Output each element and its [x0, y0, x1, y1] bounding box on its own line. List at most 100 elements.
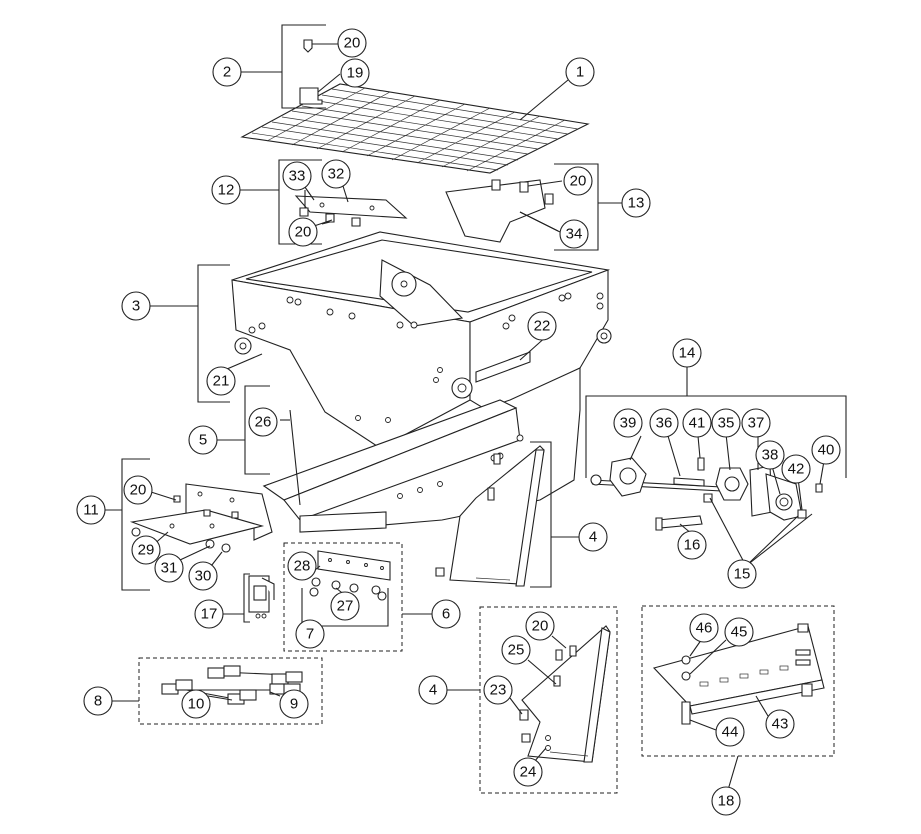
- svg-text:24: 24: [520, 764, 537, 781]
- svg-text:5: 5: [199, 432, 207, 449]
- callout-2: 2: [212, 57, 242, 87]
- svg-text:25: 25: [508, 642, 525, 659]
- side-panel-part-4-lower: [519, 625, 611, 763]
- svg-text:30: 30: [195, 568, 212, 585]
- group-brackets: [104, 24, 847, 794]
- callout-30: 30: [188, 561, 218, 591]
- side-panel-part-4-upper: [435, 445, 545, 587]
- svg-text:42: 42: [788, 461, 805, 478]
- callout-35: 35: [711, 408, 741, 438]
- callout-21: 21: [206, 366, 236, 396]
- callout-28: 28: [287, 551, 317, 581]
- shaft-assembly-part-14: [590, 457, 823, 531]
- svg-text:18: 18: [718, 793, 735, 810]
- callout-29: 29: [131, 535, 161, 565]
- callout-26: 26: [248, 407, 278, 437]
- svg-text:20: 20: [130, 482, 147, 499]
- callout-4-b: 4: [418, 675, 448, 705]
- callout-40: 40: [811, 435, 841, 465]
- svg-text:6: 6: [442, 606, 450, 623]
- svg-text:14: 14: [679, 345, 696, 362]
- svg-text:40: 40: [818, 442, 835, 459]
- callout-36: 36: [649, 408, 679, 438]
- svg-text:36: 36: [656, 415, 673, 432]
- callout-37: 37: [741, 408, 771, 438]
- svg-text:27: 27: [337, 598, 354, 615]
- svg-text:45: 45: [731, 624, 748, 641]
- callout-3: 3: [121, 291, 151, 321]
- svg-text:38: 38: [762, 447, 779, 464]
- callout-7: 7: [295, 619, 325, 649]
- deflector-part-34: [445, 179, 563, 243]
- callout-19: 19: [340, 58, 370, 88]
- callout-10: 10: [181, 689, 211, 719]
- callout-4-a: 4: [578, 522, 608, 552]
- svg-text:33: 33: [289, 168, 306, 185]
- callout-24: 24: [513, 757, 543, 787]
- callout-1: 1: [565, 57, 595, 87]
- svg-text:31: 31: [161, 560, 178, 577]
- callout-20-a: 20: [337, 28, 367, 58]
- callout-11: 11: [76, 495, 106, 525]
- svg-text:44: 44: [722, 724, 739, 741]
- svg-text:23: 23: [490, 682, 507, 699]
- callout-43: 43: [765, 709, 795, 739]
- callout-27: 27: [330, 591, 360, 621]
- callout-23: 23: [483, 675, 513, 705]
- svg-text:15: 15: [734, 566, 751, 583]
- svg-text:39: 39: [620, 415, 637, 432]
- callout-34: 34: [559, 219, 589, 249]
- svg-text:35: 35: [718, 415, 735, 432]
- callout-22: 22: [527, 311, 557, 341]
- callout-32: 32: [321, 159, 351, 189]
- svg-text:20: 20: [295, 224, 312, 241]
- svg-text:20: 20: [532, 618, 549, 635]
- svg-text:2: 2: [223, 64, 231, 81]
- callout-8: 8: [83, 686, 113, 716]
- callout-38: 38: [755, 440, 785, 470]
- grate-part-1: [240, 83, 590, 174]
- callout-15: 15: [727, 559, 757, 589]
- svg-text:11: 11: [83, 502, 99, 519]
- svg-text:12: 12: [218, 182, 235, 199]
- svg-text:29: 29: [138, 542, 155, 559]
- callout-17: 17: [194, 599, 224, 629]
- callout-13: 13: [621, 188, 651, 218]
- callout-33: 33: [282, 161, 312, 191]
- callout-42: 42: [781, 454, 811, 484]
- callout-20-c: 20: [563, 166, 593, 196]
- callout-25: 25: [501, 635, 531, 665]
- svg-text:20: 20: [344, 35, 361, 52]
- callout-9: 9: [279, 689, 309, 719]
- callout-44: 44: [715, 717, 745, 747]
- svg-text:21: 21: [213, 373, 230, 390]
- svg-text:10: 10: [188, 696, 205, 713]
- svg-text:32: 32: [328, 166, 345, 183]
- callout-16: 16: [677, 530, 707, 560]
- callout-45: 45: [724, 617, 754, 647]
- svg-text:8: 8: [94, 693, 102, 710]
- callout-39: 39: [613, 408, 643, 438]
- callout-46: 46: [689, 613, 719, 643]
- svg-text:41: 41: [689, 415, 706, 432]
- svg-text:37: 37: [748, 415, 765, 432]
- svg-text:3: 3: [132, 298, 140, 315]
- svg-text:19: 19: [347, 65, 364, 82]
- svg-text:7: 7: [306, 626, 314, 643]
- hopper-body-part-3: [231, 231, 612, 449]
- callout-31: 31: [154, 553, 184, 583]
- leader-lines: [150, 79, 825, 763]
- callout-20-e: 20: [525, 611, 555, 641]
- bracket-part-32: [294, 190, 408, 227]
- svg-text:17: 17: [201, 606, 218, 623]
- callout-20-d: 20: [123, 475, 153, 505]
- svg-text:46: 46: [696, 620, 713, 637]
- svg-text:43: 43: [772, 716, 789, 733]
- callout-20-b: 20: [288, 217, 318, 247]
- callout-14: 14: [672, 338, 702, 368]
- svg-text:34: 34: [566, 226, 583, 243]
- svg-text:20: 20: [570, 173, 587, 190]
- callout-41: 41: [682, 408, 712, 438]
- svg-text:13: 13: [628, 195, 645, 212]
